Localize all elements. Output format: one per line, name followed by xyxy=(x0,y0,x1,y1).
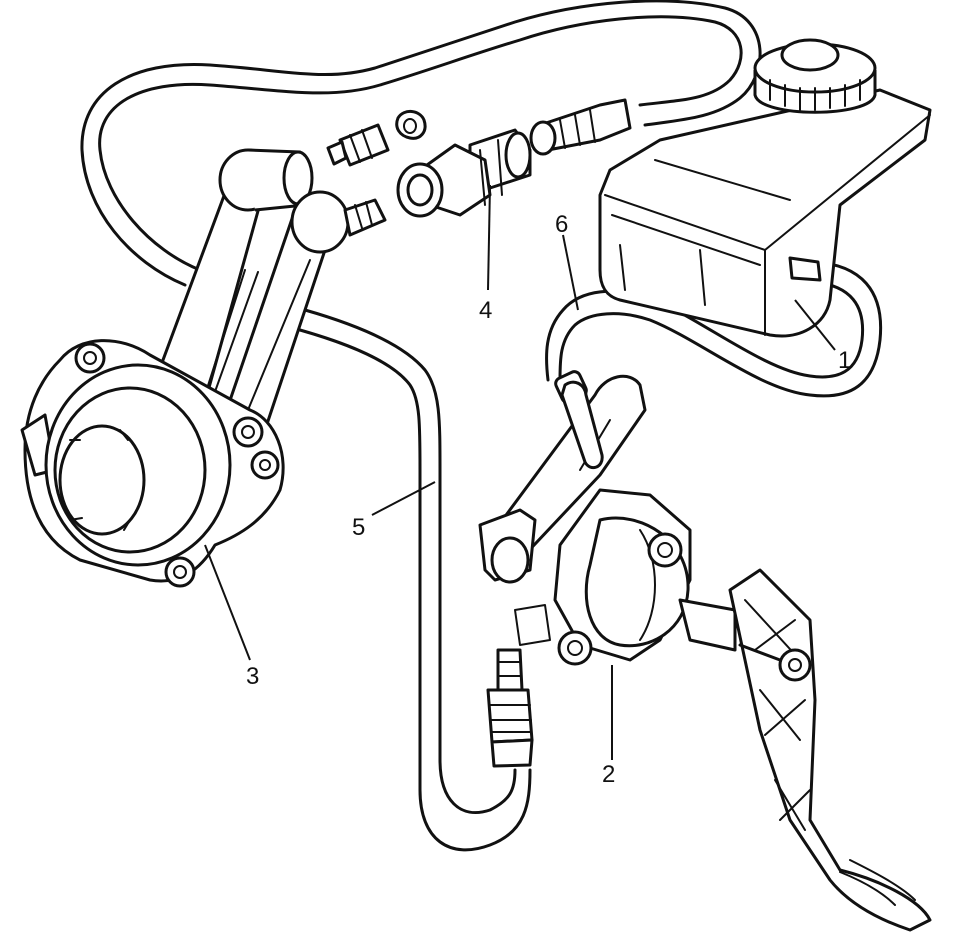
callout-4: 4 xyxy=(479,297,492,324)
bleeder-fittings xyxy=(326,110,427,167)
leader-5 xyxy=(371,481,436,516)
coupling-4 xyxy=(396,98,632,218)
callout-1: 1 xyxy=(838,347,851,374)
hose-5 xyxy=(298,308,532,852)
master-cylinder-2 xyxy=(478,374,737,666)
hose-5-fitting xyxy=(486,648,534,768)
leader-1 xyxy=(794,299,836,351)
callout-2: 2 xyxy=(602,761,615,788)
clutch-pedal xyxy=(728,568,932,932)
leader-3 xyxy=(204,544,251,661)
fluid-reservoir xyxy=(598,38,932,338)
callout-3: 3 xyxy=(246,663,259,690)
slave-cylinder-3 xyxy=(20,148,387,588)
leader-4 xyxy=(487,184,491,291)
callout-6: 6 xyxy=(555,211,568,238)
callout-5: 5 xyxy=(352,514,365,541)
leader-6 xyxy=(562,234,579,311)
